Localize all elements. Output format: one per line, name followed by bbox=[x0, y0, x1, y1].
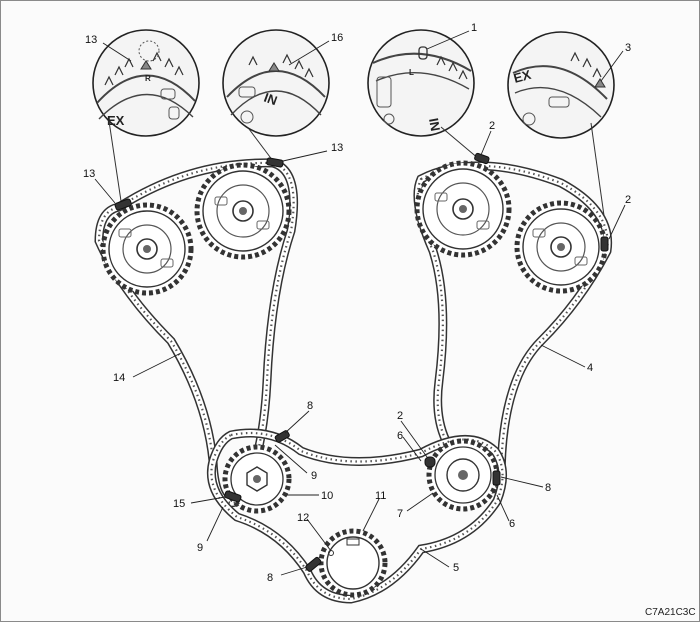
in-mark-right-bank: IN bbox=[262, 90, 279, 109]
sprocket-left-intake bbox=[414, 160, 512, 258]
callout-15: 13 bbox=[85, 34, 97, 46]
ex-mark-left-bank: EX bbox=[512, 67, 533, 86]
callout-7: 7 bbox=[397, 508, 403, 520]
l-mark: L bbox=[409, 68, 414, 77]
callout-10: 10 bbox=[321, 490, 333, 502]
callout-8-right: 8 bbox=[545, 482, 551, 494]
callout-13-left: 13 bbox=[83, 168, 95, 180]
callout-9-upper: 9 bbox=[311, 470, 317, 482]
chain-4 bbox=[413, 161, 613, 494]
callout-11: 11 bbox=[375, 490, 386, 502]
callout-2-right: 2 bbox=[625, 194, 631, 206]
idler-sprocket-10 bbox=[222, 444, 292, 514]
callout-6-upper: 6 bbox=[397, 430, 403, 442]
callout-16: 16 bbox=[331, 32, 343, 44]
callout-13-lower: 15 bbox=[173, 498, 185, 510]
callout-labels: 13 16 1 3 2 2 13 13 14 4 8 9 10 2 6 8 6 … bbox=[83, 22, 631, 584]
sprocket-left-exhaust bbox=[514, 200, 608, 294]
crankshaft-sprocket-11 bbox=[318, 528, 388, 598]
callout-6-lower: 6 bbox=[509, 518, 515, 530]
idler-sprocket-7 bbox=[426, 438, 500, 512]
chain-5 bbox=[206, 428, 507, 604]
callout-12: 12 bbox=[297, 512, 309, 524]
callout-13-top: 13 bbox=[331, 142, 343, 154]
callout-leaders bbox=[94, 30, 626, 576]
callout-5: 5 bbox=[453, 562, 459, 574]
callout-2-lower: 2 bbox=[397, 410, 403, 422]
callout-4: 4 bbox=[587, 362, 593, 374]
sprocket-right-exhaust bbox=[100, 202, 194, 296]
ex-mark-right-bank: EX bbox=[107, 113, 125, 128]
callout-2-top: 2 bbox=[489, 120, 495, 132]
callout-3: 3 bbox=[625, 42, 631, 54]
callout-9-lower: 9 bbox=[197, 542, 203, 554]
zoom-circle-16: IN bbox=[222, 29, 330, 137]
in-mark-left-bank: IN bbox=[426, 117, 443, 132]
zoom-circle-1: L IN bbox=[367, 29, 475, 137]
zoom-circle-15: EX R bbox=[92, 29, 200, 137]
callout-1: 1 bbox=[471, 22, 477, 34]
r-mark: R bbox=[145, 74, 151, 83]
sprocket-right-intake bbox=[194, 162, 292, 260]
zoom-circle-3: EX bbox=[507, 31, 615, 139]
callout-14: 14 bbox=[113, 372, 125, 384]
callout-8-lower: 8 bbox=[267, 572, 273, 584]
figure-code: C7A21C3C bbox=[645, 607, 696, 618]
callout-8-upper: 8 bbox=[307, 400, 313, 412]
timing-links bbox=[114, 152, 609, 572]
